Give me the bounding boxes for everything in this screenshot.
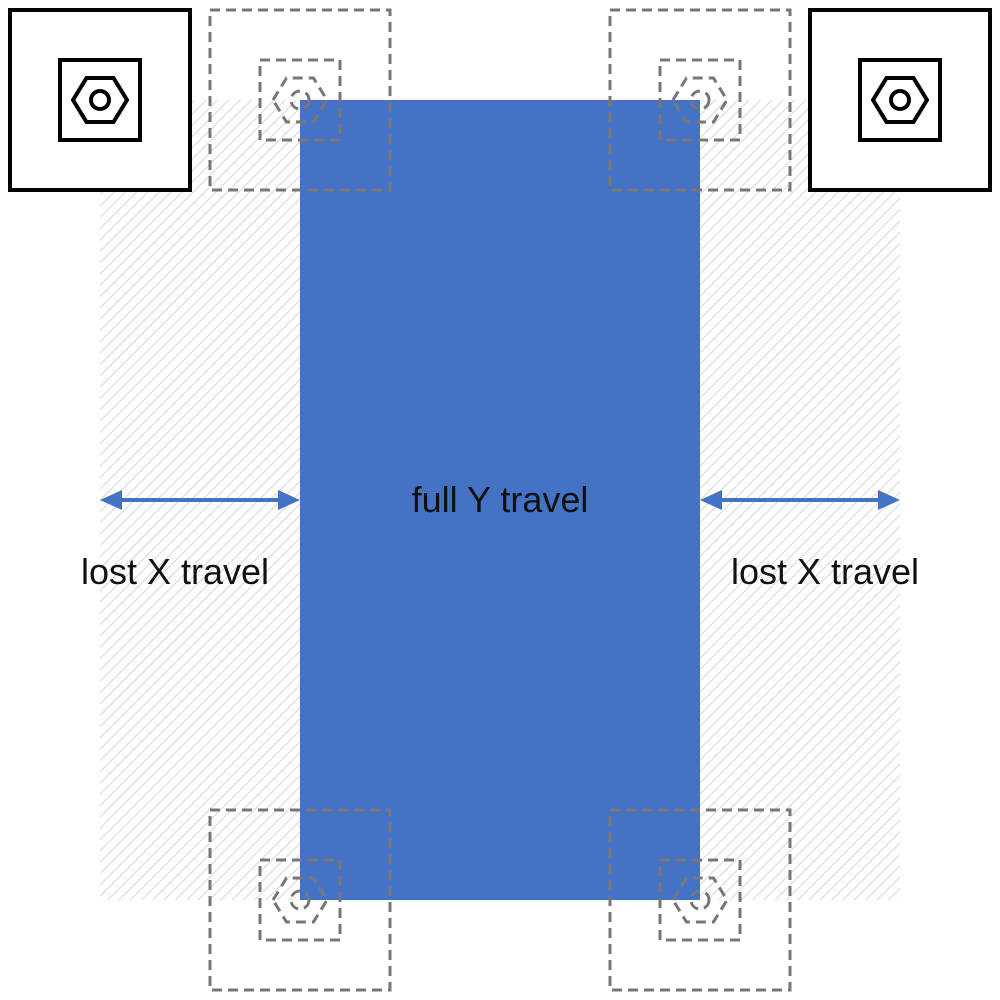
lost-x-travel-right-label: lost X travel xyxy=(730,551,920,592)
full-y-travel-region xyxy=(300,100,700,900)
hex-nut-icon xyxy=(671,876,729,924)
ghost-mount-bottom-right xyxy=(608,808,792,992)
hex-nut-icon xyxy=(870,76,930,124)
ghost-mount-top-left xyxy=(208,8,392,192)
hex-nut-icon xyxy=(271,76,329,124)
hex-nut-icon xyxy=(70,76,130,124)
ghost-mount-top-right xyxy=(608,8,792,192)
top-right-mount xyxy=(808,8,992,192)
ghost-mount-bottom-left xyxy=(208,808,392,992)
top-left-mount xyxy=(8,8,192,192)
right-double-arrow xyxy=(700,490,900,510)
left-double-arrow xyxy=(100,490,300,510)
hex-nut-icon xyxy=(271,876,329,924)
full-y-travel-label: full Y travel xyxy=(411,479,589,520)
hex-nut-icon xyxy=(671,76,729,124)
lost-x-travel-left-label: lost X travel xyxy=(80,551,270,592)
